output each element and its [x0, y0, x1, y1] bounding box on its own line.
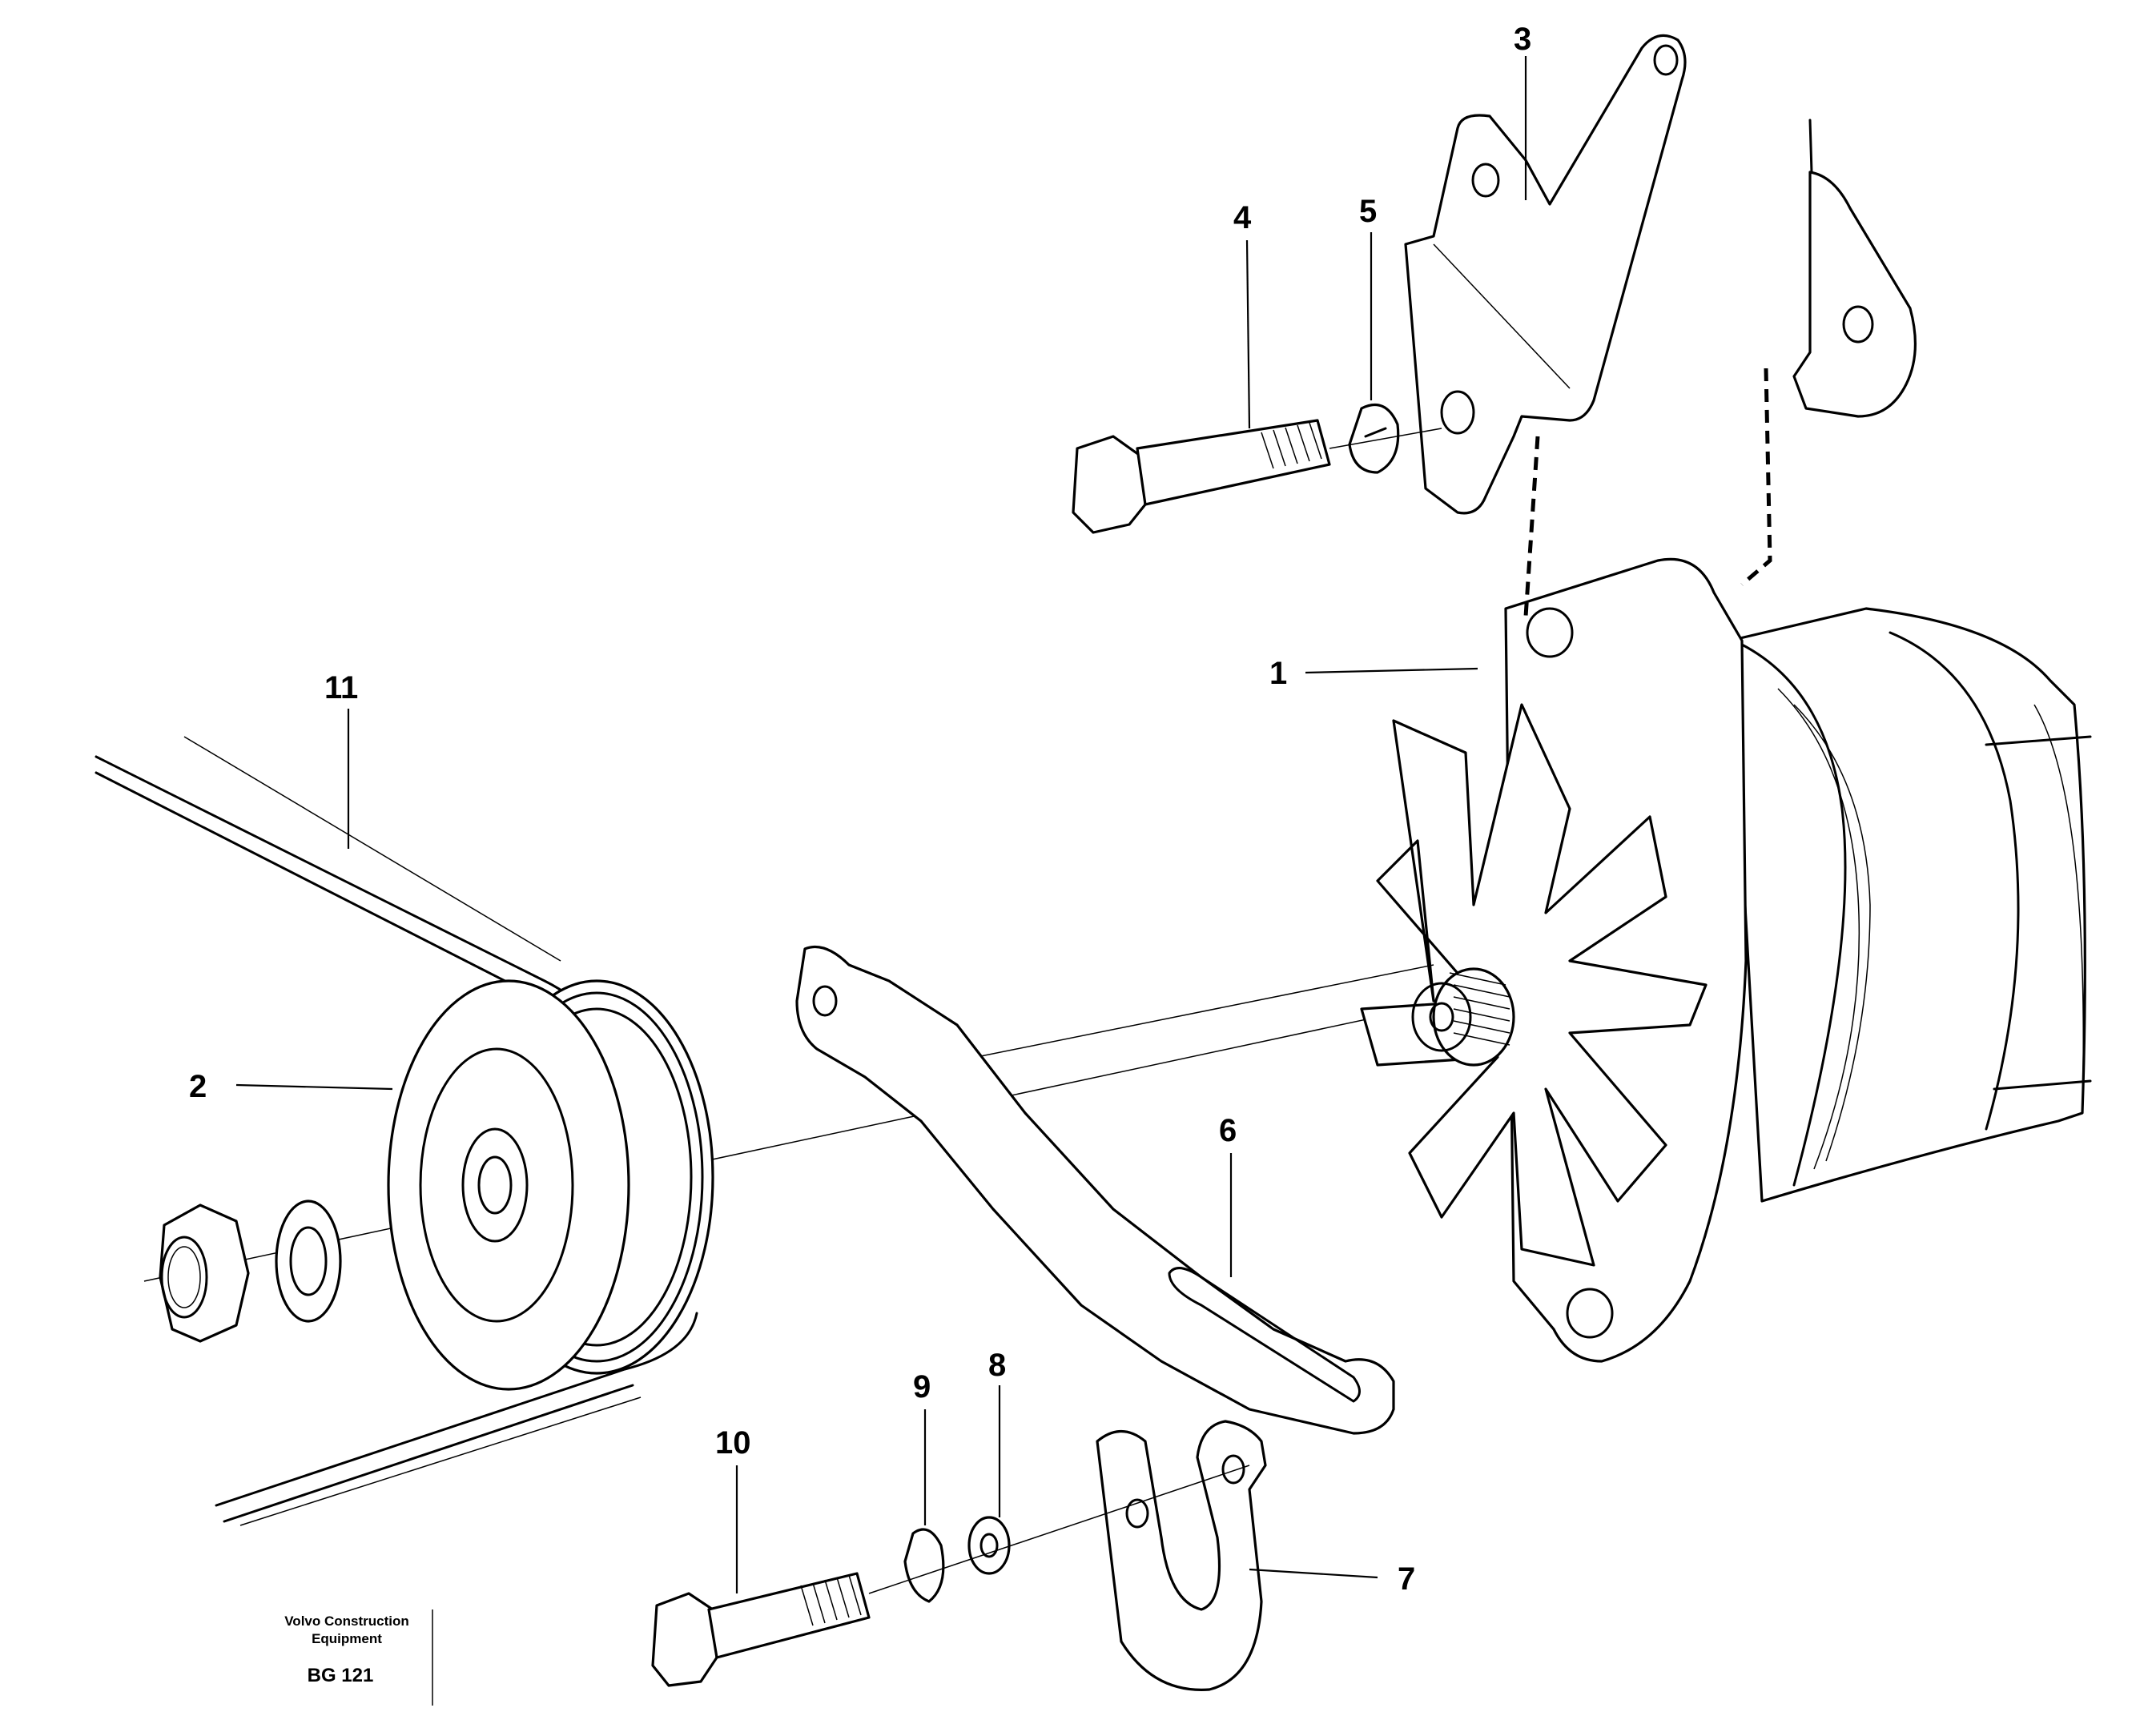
clamp-bracket — [1096, 1420, 1267, 1691]
callout-11: 11 — [324, 670, 358, 705]
callout-1: 1 — [1269, 656, 1287, 691]
callout-7: 7 — [1398, 1561, 1415, 1597]
callout-4: 4 — [1233, 200, 1252, 235]
lock-washer-upper — [1348, 403, 1400, 474]
lock-washer-lower — [903, 1528, 945, 1603]
callout-8: 8 — [988, 1348, 1006, 1383]
adjusting-arm — [795, 945, 1395, 1435]
pulley-washer — [275, 1200, 342, 1323]
leader-1 — [1305, 667, 1478, 674]
callout-3: 3 — [1514, 22, 1531, 57]
callout-9: 9 — [913, 1369, 931, 1404]
callout-10: 10 — [715, 1425, 751, 1461]
pulley — [387, 979, 714, 1391]
leader-2 — [235, 1083, 393, 1091]
credit-line-1: Volvo Construction — [284, 1613, 409, 1629]
pulley-nut — [159, 1204, 250, 1343]
callout-6: 6 — [1219, 1113, 1237, 1148]
callout-2: 2 — [189, 1069, 207, 1104]
alternator — [1504, 557, 2092, 1363]
bolt-upper — [1072, 419, 1331, 534]
leader-4 — [1245, 239, 1251, 429]
credit-line-2: Equipment — [312, 1631, 382, 1646]
mounting-bracket — [1404, 34, 1687, 515]
bolt-lower — [651, 1572, 871, 1687]
leader-7 — [1249, 1568, 1378, 1579]
shaft-center-line — [143, 1004, 1434, 1282]
callout-5: 5 — [1359, 194, 1377, 229]
alternator-fan — [1360, 703, 1708, 1267]
drawing-code: BG 121 — [308, 1665, 374, 1686]
assembly-line-left — [1523, 436, 1540, 617]
washer-lower — [967, 1516, 1011, 1575]
assembly-line-right — [1740, 368, 1772, 586]
engine-bracket — [1792, 119, 1917, 418]
